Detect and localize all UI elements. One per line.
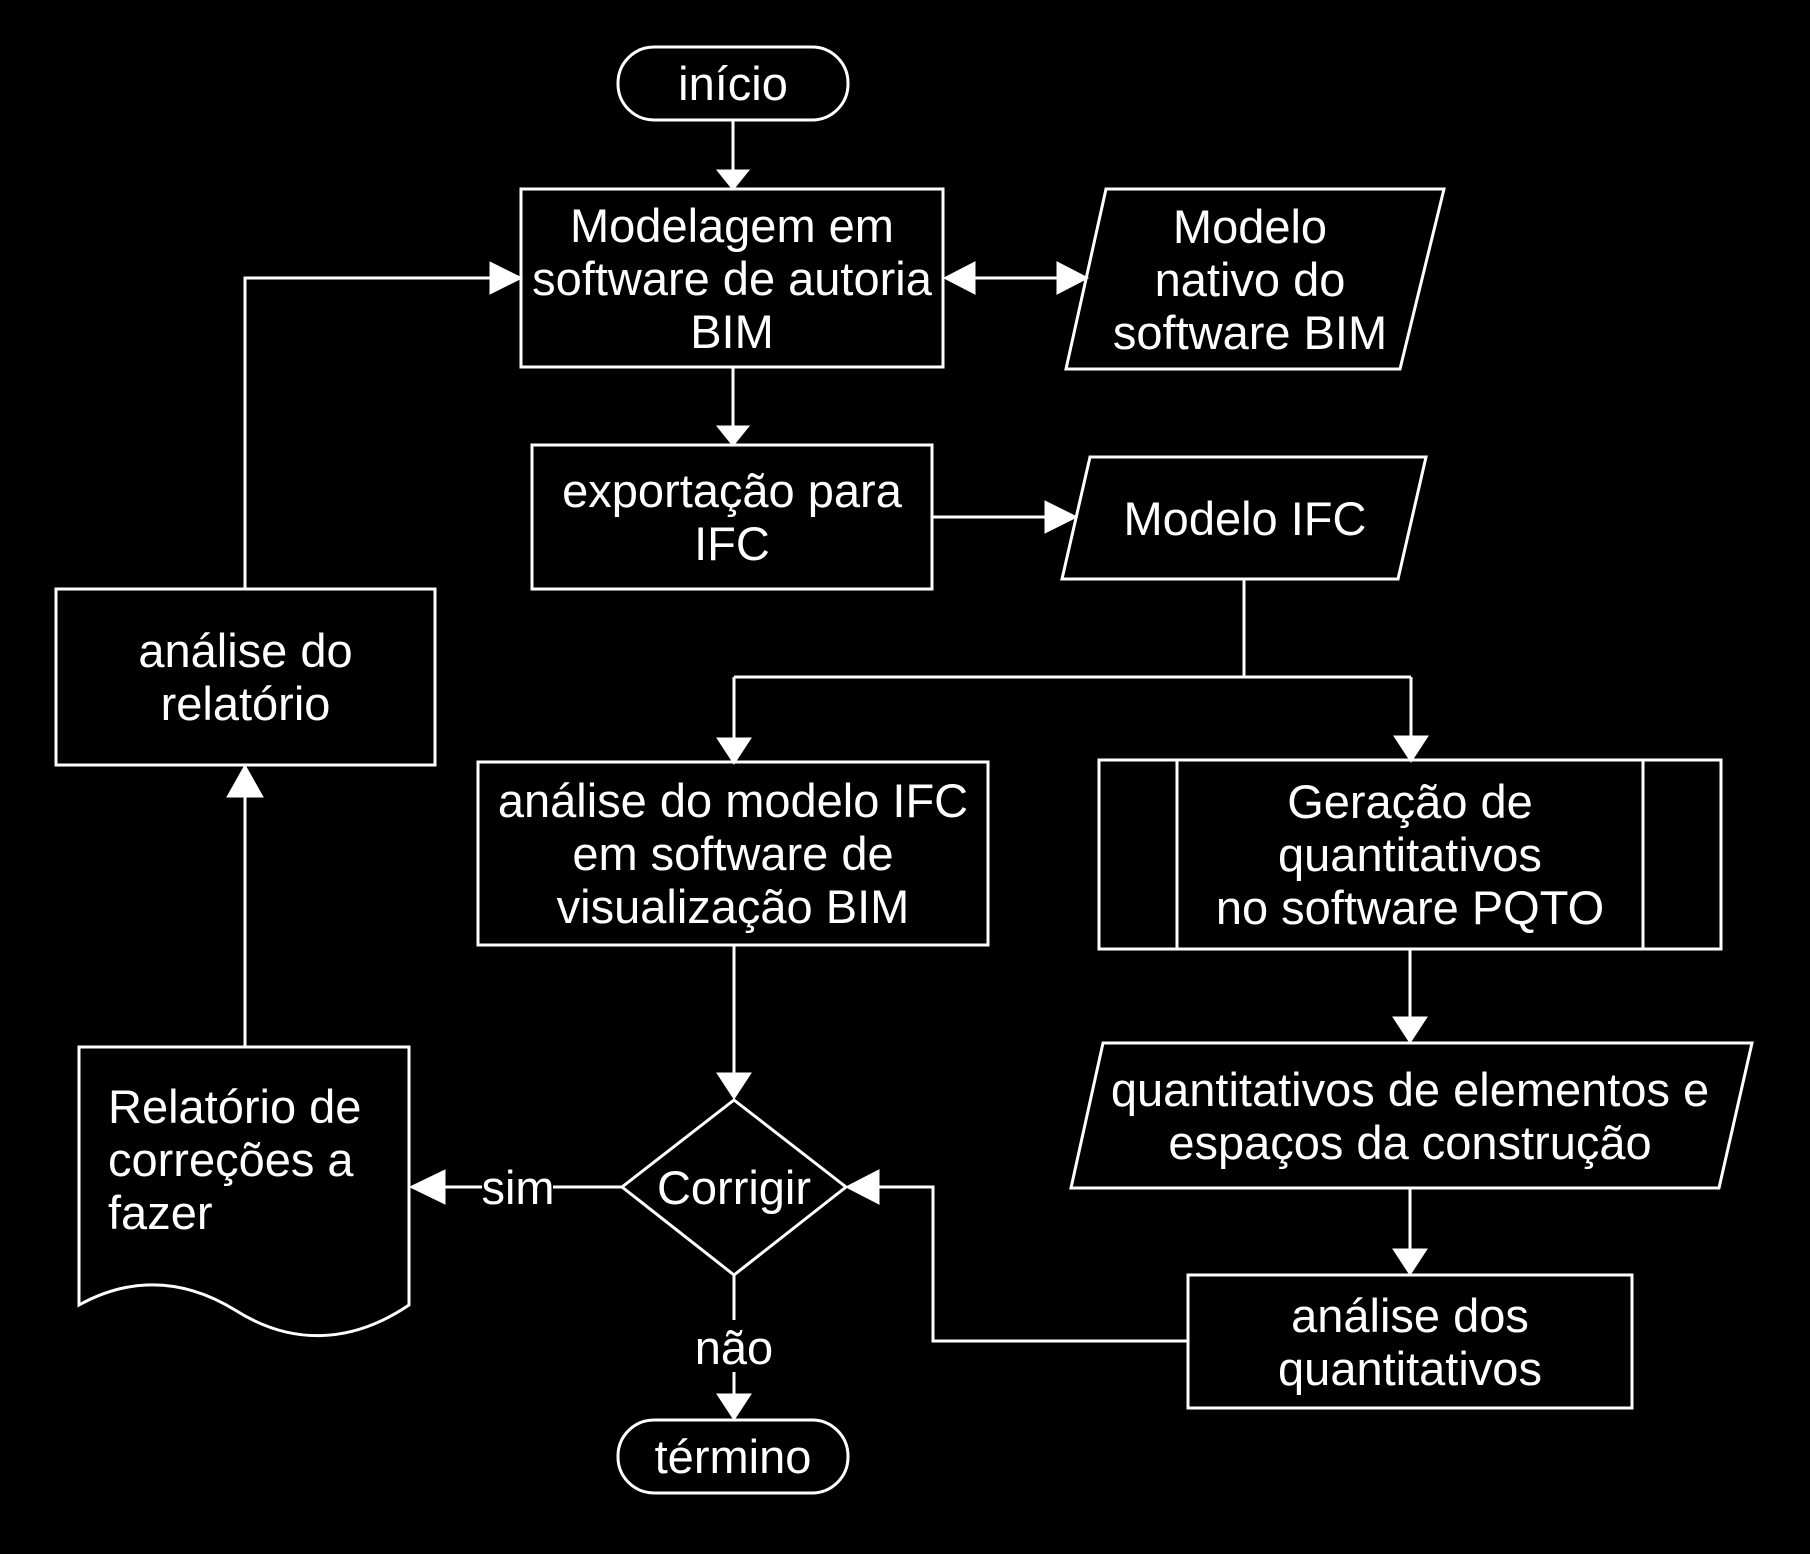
quantities-analysis-to-decision-arrowhead	[844, 1169, 880, 1205]
native-model-data-shape	[1064, 187, 1446, 371]
modeling-process-label: Modelagem em software de autoria BIM	[532, 198, 932, 358]
quantities-analysis-process-box	[1186, 1273, 1634, 1410]
quantities-analysis-to-decision-line	[860, 1185, 1188, 1343]
report-to-report-analysis-arrowhead	[226, 763, 264, 798]
decision-to-end-arrowhead	[716, 1393, 752, 1421]
end-terminator	[616, 1418, 850, 1495]
quantity-generation-to-data-arrowhead	[1392, 1016, 1428, 1044]
quantity-generation-subprocess-box	[1097, 758, 1723, 951]
ifc-model-branch-line	[732, 579, 1413, 748]
native-to-modeling-arrowhead	[942, 261, 976, 295]
modeling-to-native-arrowhead	[1056, 261, 1090, 295]
branch-to-ifc-analysis-arrowhead	[716, 737, 752, 765]
decision-yes-label: sim	[481, 1161, 555, 1214]
decision-label: Corrigir	[656, 1160, 812, 1214]
modeling-to-export-arrowhead	[715, 425, 751, 447]
ifc-analysis-to-decision-arrowhead	[716, 1072, 752, 1100]
decision-no-label: não	[694, 1321, 774, 1374]
report-document-shape	[77, 1045, 411, 1338]
export-to-ifc-arrowhead	[1044, 500, 1079, 534]
end-label: término	[654, 1430, 812, 1483]
report-analysis-label: análise do relatório	[138, 624, 353, 730]
report-document-label: Relatório de correções a fazer	[108, 1080, 362, 1239]
quantities-analysis-label: análise dos quantitativos	[1278, 1288, 1542, 1395]
report-analysis-process-box	[54, 587, 437, 767]
ifc-model-label: Modelo IFC	[1123, 491, 1367, 545]
native-model-label: Modelo nativo do software BIM	[1112, 199, 1388, 359]
start-label: início	[678, 57, 788, 110]
quantities-data-to-analysis-arrowhead	[1392, 1248, 1428, 1276]
report-analysis-to-modeling-arrowhead	[489, 261, 524, 295]
decision-to-report-arrowhead	[408, 1169, 446, 1205]
report-analysis-to-modeling-line	[243, 276, 506, 589]
export-process-label: exportação para IFC	[562, 464, 902, 570]
quantities-data-shape	[1069, 1041, 1754, 1190]
ifc-model-data-shape	[1060, 455, 1428, 581]
quantity-generation-label: Geração de quantitativos no software PQT…	[1215, 775, 1605, 934]
start-to-modeling-arrowhead	[715, 169, 751, 191]
branch-to-quantity-generation-arrowhead	[1393, 735, 1429, 763]
ifc-analysis-label: análise do modelo IFC em software de vis…	[497, 774, 969, 933]
quantities-data-label: quantitativos de elementos e espaços da …	[1110, 1062, 1710, 1169]
